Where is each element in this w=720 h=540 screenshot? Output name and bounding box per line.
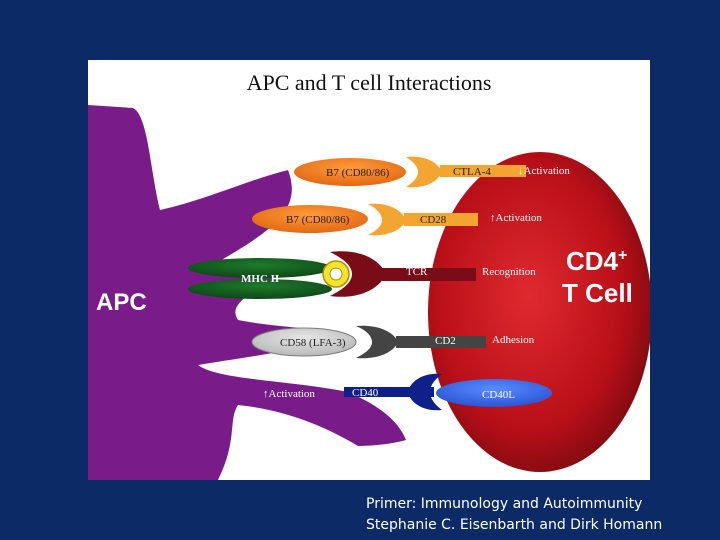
t-cell-label-sub: T Cell — [562, 278, 633, 308]
citation-line-2: Stephanie C. Eisenbarth and Dirk Homann — [366, 517, 663, 533]
diagram-title: APC and T cell Interactions — [247, 70, 492, 95]
cd40-receptor-stalk — [344, 387, 434, 397]
tcr-label: TCR — [406, 266, 428, 278]
cd2-label: CD2 — [435, 335, 456, 347]
cd58-label: CD58 (LFA-3) — [280, 337, 346, 349]
t-cell-body — [428, 152, 650, 472]
citation-line-1: Primer: Immunology and Autoimmunity — [366, 496, 643, 512]
tcr-receptor — [330, 251, 476, 297]
outcome-4: Adhesion — [492, 334, 535, 346]
interaction-diagram: APC and T cell Interactions APC CD4+ T C… — [88, 70, 650, 480]
diagram-panel: APC and T cell Interactions APC CD4+ T C… — [88, 60, 650, 480]
ctla4-receptor — [406, 156, 526, 188]
b7-label-2: B7 (CD80/86) — [286, 214, 350, 226]
apc-label: APC — [96, 289, 147, 316]
outcome-3: Recognition — [482, 266, 536, 278]
mhc-ii-label: MHC II — [241, 273, 279, 285]
cd40l-molecule — [436, 379, 552, 407]
cd58-molecule — [251, 327, 357, 357]
cd40-receptor — [408, 373, 442, 411]
cd28-receptor — [368, 203, 478, 236]
peptide-antigen-core — [329, 267, 343, 281]
mhc-ii-upper — [188, 258, 332, 278]
cd40-activation-label: ↑Activation — [263, 388, 315, 400]
cd28-label: CD28 — [420, 214, 447, 226]
cd2-receptor — [356, 325, 486, 359]
ctla4-label: CTLA-4 — [453, 166, 491, 178]
citation: Primer: Immunology and Autoimmunity Step… — [366, 494, 662, 536]
b7-label-1: B7 (CD80/86) — [326, 167, 390, 179]
t-cell-label-main: CD4+ — [566, 246, 627, 276]
cd40l-label: CD40L — [482, 389, 515, 401]
b7-molecule-2 — [252, 205, 368, 233]
mhc-ii-lower — [188, 279, 332, 299]
b7-molecule-1 — [294, 158, 406, 186]
outcome-1: ↓Activation — [518, 165, 570, 177]
cd40-label: CD40 — [352, 387, 379, 399]
outcome-2: ↑Activation — [490, 212, 542, 224]
